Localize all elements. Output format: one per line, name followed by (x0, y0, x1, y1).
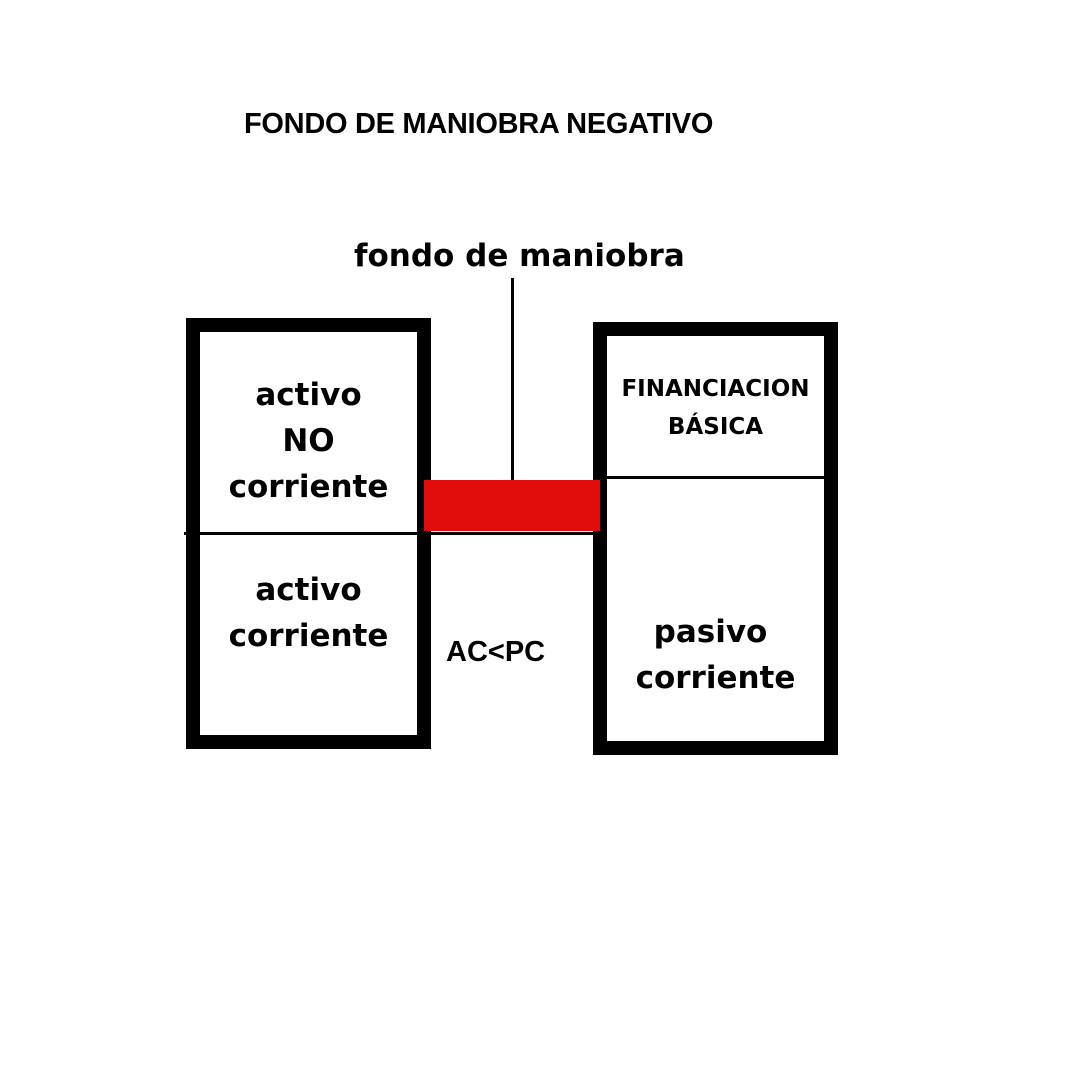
ac-pc-relation-label: AC<PC (446, 636, 546, 668)
current-liabilities-label: pasivo corriente (607, 609, 824, 701)
current-liabilities-line-2: corriente (635, 660, 796, 696)
current-assets-line-1: activo (255, 572, 362, 608)
working-capital-label: fondo de maniobra (354, 238, 685, 274)
non-current-assets-label: activo NO corriente (200, 372, 417, 510)
working-capital-bar (424, 480, 600, 531)
liabilities-divider-line (597, 476, 838, 479)
non-current-assets-line-3: corriente (228, 469, 389, 505)
basic-financing-line-2: BÁSICA (667, 414, 764, 440)
non-current-assets-line-1: activo (255, 377, 362, 413)
basic-financing-line-1: FINANCIACION (621, 376, 810, 402)
diagram-title: FONDO DE MANIOBRA NEGATIVO (244, 108, 714, 140)
assets-divider-line (184, 532, 593, 535)
liabilities-block (593, 322, 838, 755)
non-current-assets-line-2: NO (282, 423, 335, 459)
current-assets-line-2: corriente (228, 618, 389, 654)
current-assets-label: activo corriente (200, 567, 417, 659)
current-liabilities-line-1: pasivo (653, 614, 768, 650)
basic-financing-label: FINANCIACION BÁSICA (607, 370, 824, 446)
working-capital-pointer-line (511, 278, 514, 481)
